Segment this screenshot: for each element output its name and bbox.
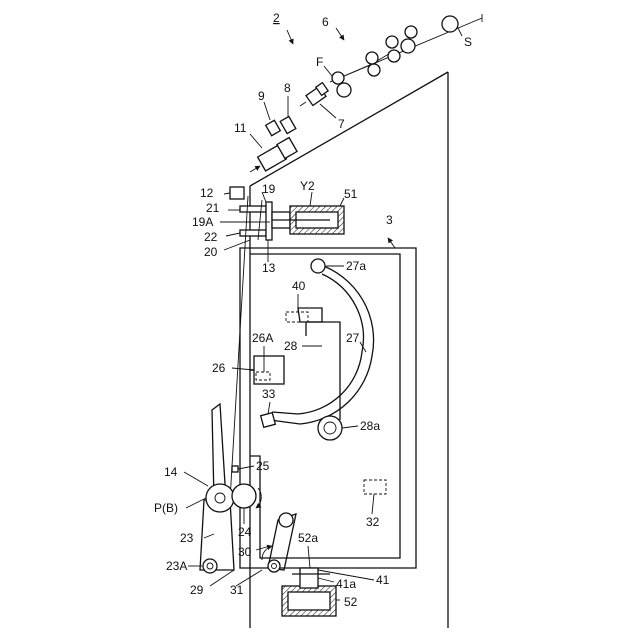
label-52a: 52a — [298, 531, 318, 545]
label-9: 9 — [258, 89, 265, 103]
clamp-mechanism — [240, 200, 344, 240]
chamber-3 — [240, 238, 416, 568]
part-26 — [250, 356, 284, 384]
label-27: 27 — [346, 331, 360, 345]
label-11: 11 — [234, 121, 247, 135]
label-7: 7 — [338, 117, 345, 131]
label-24: 24 — [238, 525, 252, 539]
label-3: 3 — [386, 213, 393, 227]
part-32 — [364, 480, 386, 494]
label-51: 51 — [344, 187, 358, 201]
label-28a: 28a — [360, 419, 380, 433]
label-19: 19 — [262, 182, 276, 196]
lever-23 — [200, 404, 261, 573]
base-52 — [282, 568, 336, 616]
label-device: 2 — [273, 11, 280, 25]
label-PB: P(B) — [154, 501, 178, 515]
part-7-head — [300, 83, 328, 106]
label-25: 25 — [256, 459, 270, 473]
part-25 — [232, 466, 238, 472]
label-33: 33 — [262, 387, 276, 401]
leader-lines — [184, 28, 462, 600]
part-33 — [261, 413, 276, 428]
label-29: 29 — [190, 583, 204, 597]
label-19A: 19A — [192, 215, 213, 229]
label-28: 28 — [284, 339, 298, 353]
label-32: 32 — [366, 515, 380, 529]
label-8: 8 — [284, 81, 291, 95]
label-12: 12 — [200, 186, 214, 200]
label-41: 41 — [376, 573, 390, 587]
label-52: 52 — [344, 595, 358, 609]
label-23: 23 — [180, 531, 194, 545]
label-14: 14 — [164, 465, 178, 479]
label-30: 30 — [238, 545, 252, 559]
lever-30 — [262, 513, 296, 572]
label-27a: 27a — [346, 259, 366, 273]
part-12-block — [230, 187, 244, 199]
label-21: 21 — [206, 201, 220, 215]
label-Y2: Y2 — [300, 179, 315, 193]
label-41a: 41a — [336, 577, 356, 591]
label-F: F — [316, 55, 323, 69]
feed-unit — [330, 14, 482, 97]
label-6: 6 — [322, 15, 329, 29]
label-S: S — [464, 35, 472, 49]
label-22: 22 — [204, 230, 218, 244]
label-40: 40 — [292, 279, 306, 293]
label-31: 31 — [230, 583, 244, 597]
label-26: 26 — [212, 361, 226, 375]
label-26A: 26A — [252, 331, 273, 345]
label-23A: 23A — [166, 559, 187, 573]
sensor-40 — [286, 312, 308, 322]
label-20: 20 — [204, 245, 218, 259]
label-13: 13 — [262, 261, 276, 275]
